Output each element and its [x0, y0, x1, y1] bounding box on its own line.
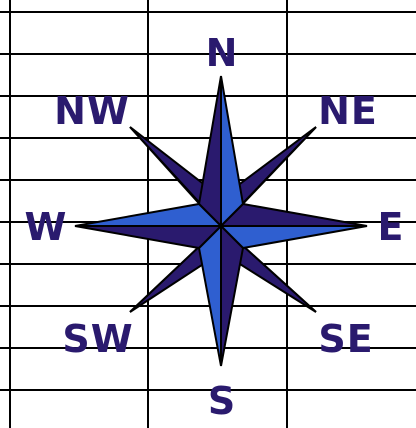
label-sw: SW — [62, 317, 133, 361]
label-n: N — [206, 31, 239, 75]
label-s: S — [208, 379, 236, 423]
label-ne: NE — [318, 89, 378, 133]
star-point-n — [199, 76, 243, 226]
star-point-s — [199, 226, 243, 366]
star-point-e — [221, 204, 367, 248]
label-nw: NW — [54, 89, 130, 133]
label-w: W — [25, 205, 68, 249]
label-se: SE — [318, 317, 373, 361]
label-e: E — [378, 205, 405, 249]
